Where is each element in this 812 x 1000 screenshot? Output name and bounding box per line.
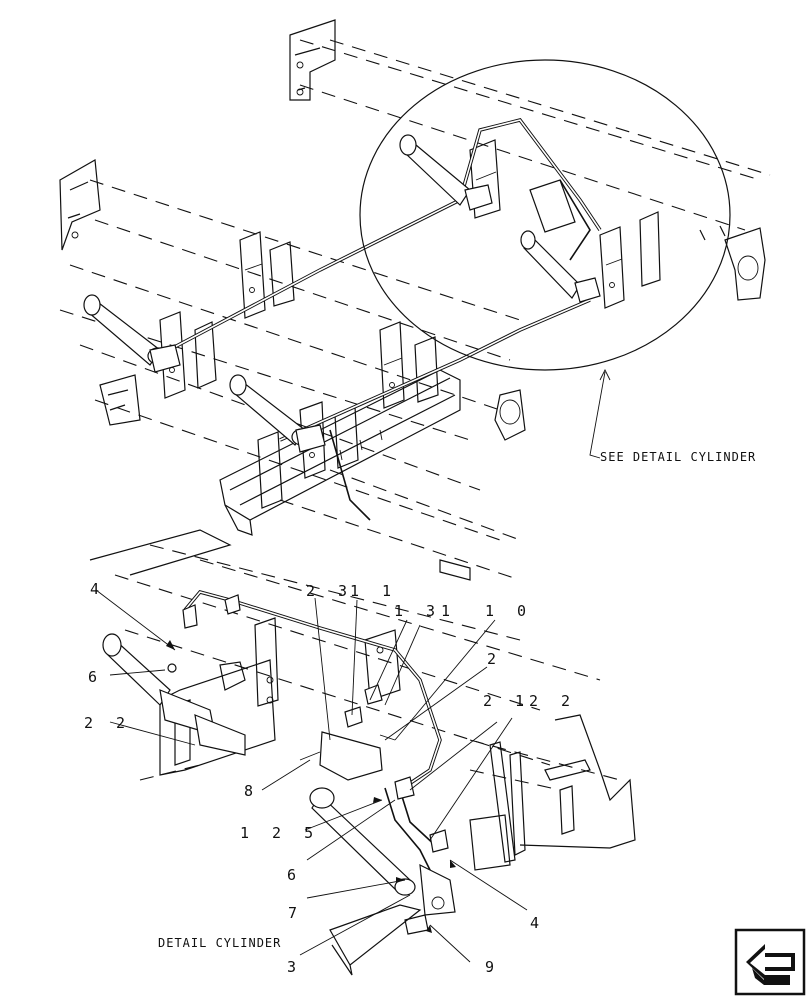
callout-6-upper: 6 <box>88 668 104 686</box>
cylinder-right-upper <box>399 134 601 303</box>
callout-22-right: 2 2 <box>529 692 577 710</box>
frame-assembly-overview: SEE DETAIL CYLINDER <box>59 19 771 581</box>
callout-4-upper: 4 <box>90 580 106 598</box>
detail-cylinder-assembly: 2 3 1 1 1 3 1 1 0 2 2 1 2 2 4 6 2 2 8 1 … <box>84 529 636 976</box>
callout-6-lower: 6 <box>287 866 303 884</box>
detail-circle <box>359 59 731 371</box>
cylinder-center <box>229 374 326 453</box>
callout-1: 1 <box>441 602 457 620</box>
callout-125: 1 2 5 <box>240 824 320 842</box>
callout-21: 2 1 <box>483 692 531 710</box>
callout-13: 1 3 <box>394 602 442 620</box>
callout-11: 1 1 <box>350 582 398 600</box>
callout-10: 1 0 <box>485 602 533 620</box>
callout-2: 2 <box>487 650 503 668</box>
callout-3: 3 <box>287 958 303 976</box>
callout-9: 9 <box>485 958 501 976</box>
next-page-arrow-icon[interactable] <box>734 928 806 996</box>
callout-22-left: 2 2 <box>84 714 132 732</box>
detail-title: DETAIL CYLINDER <box>158 936 281 950</box>
callout-23: 2 3 <box>306 582 354 600</box>
see-detail-note: SEE DETAIL CYLINDER <box>600 450 756 464</box>
cylinder-left <box>83 294 181 373</box>
callout-7: 7 <box>288 904 304 922</box>
callout-8: 8 <box>244 782 260 800</box>
callout-4-lower: 4 <box>530 914 546 932</box>
